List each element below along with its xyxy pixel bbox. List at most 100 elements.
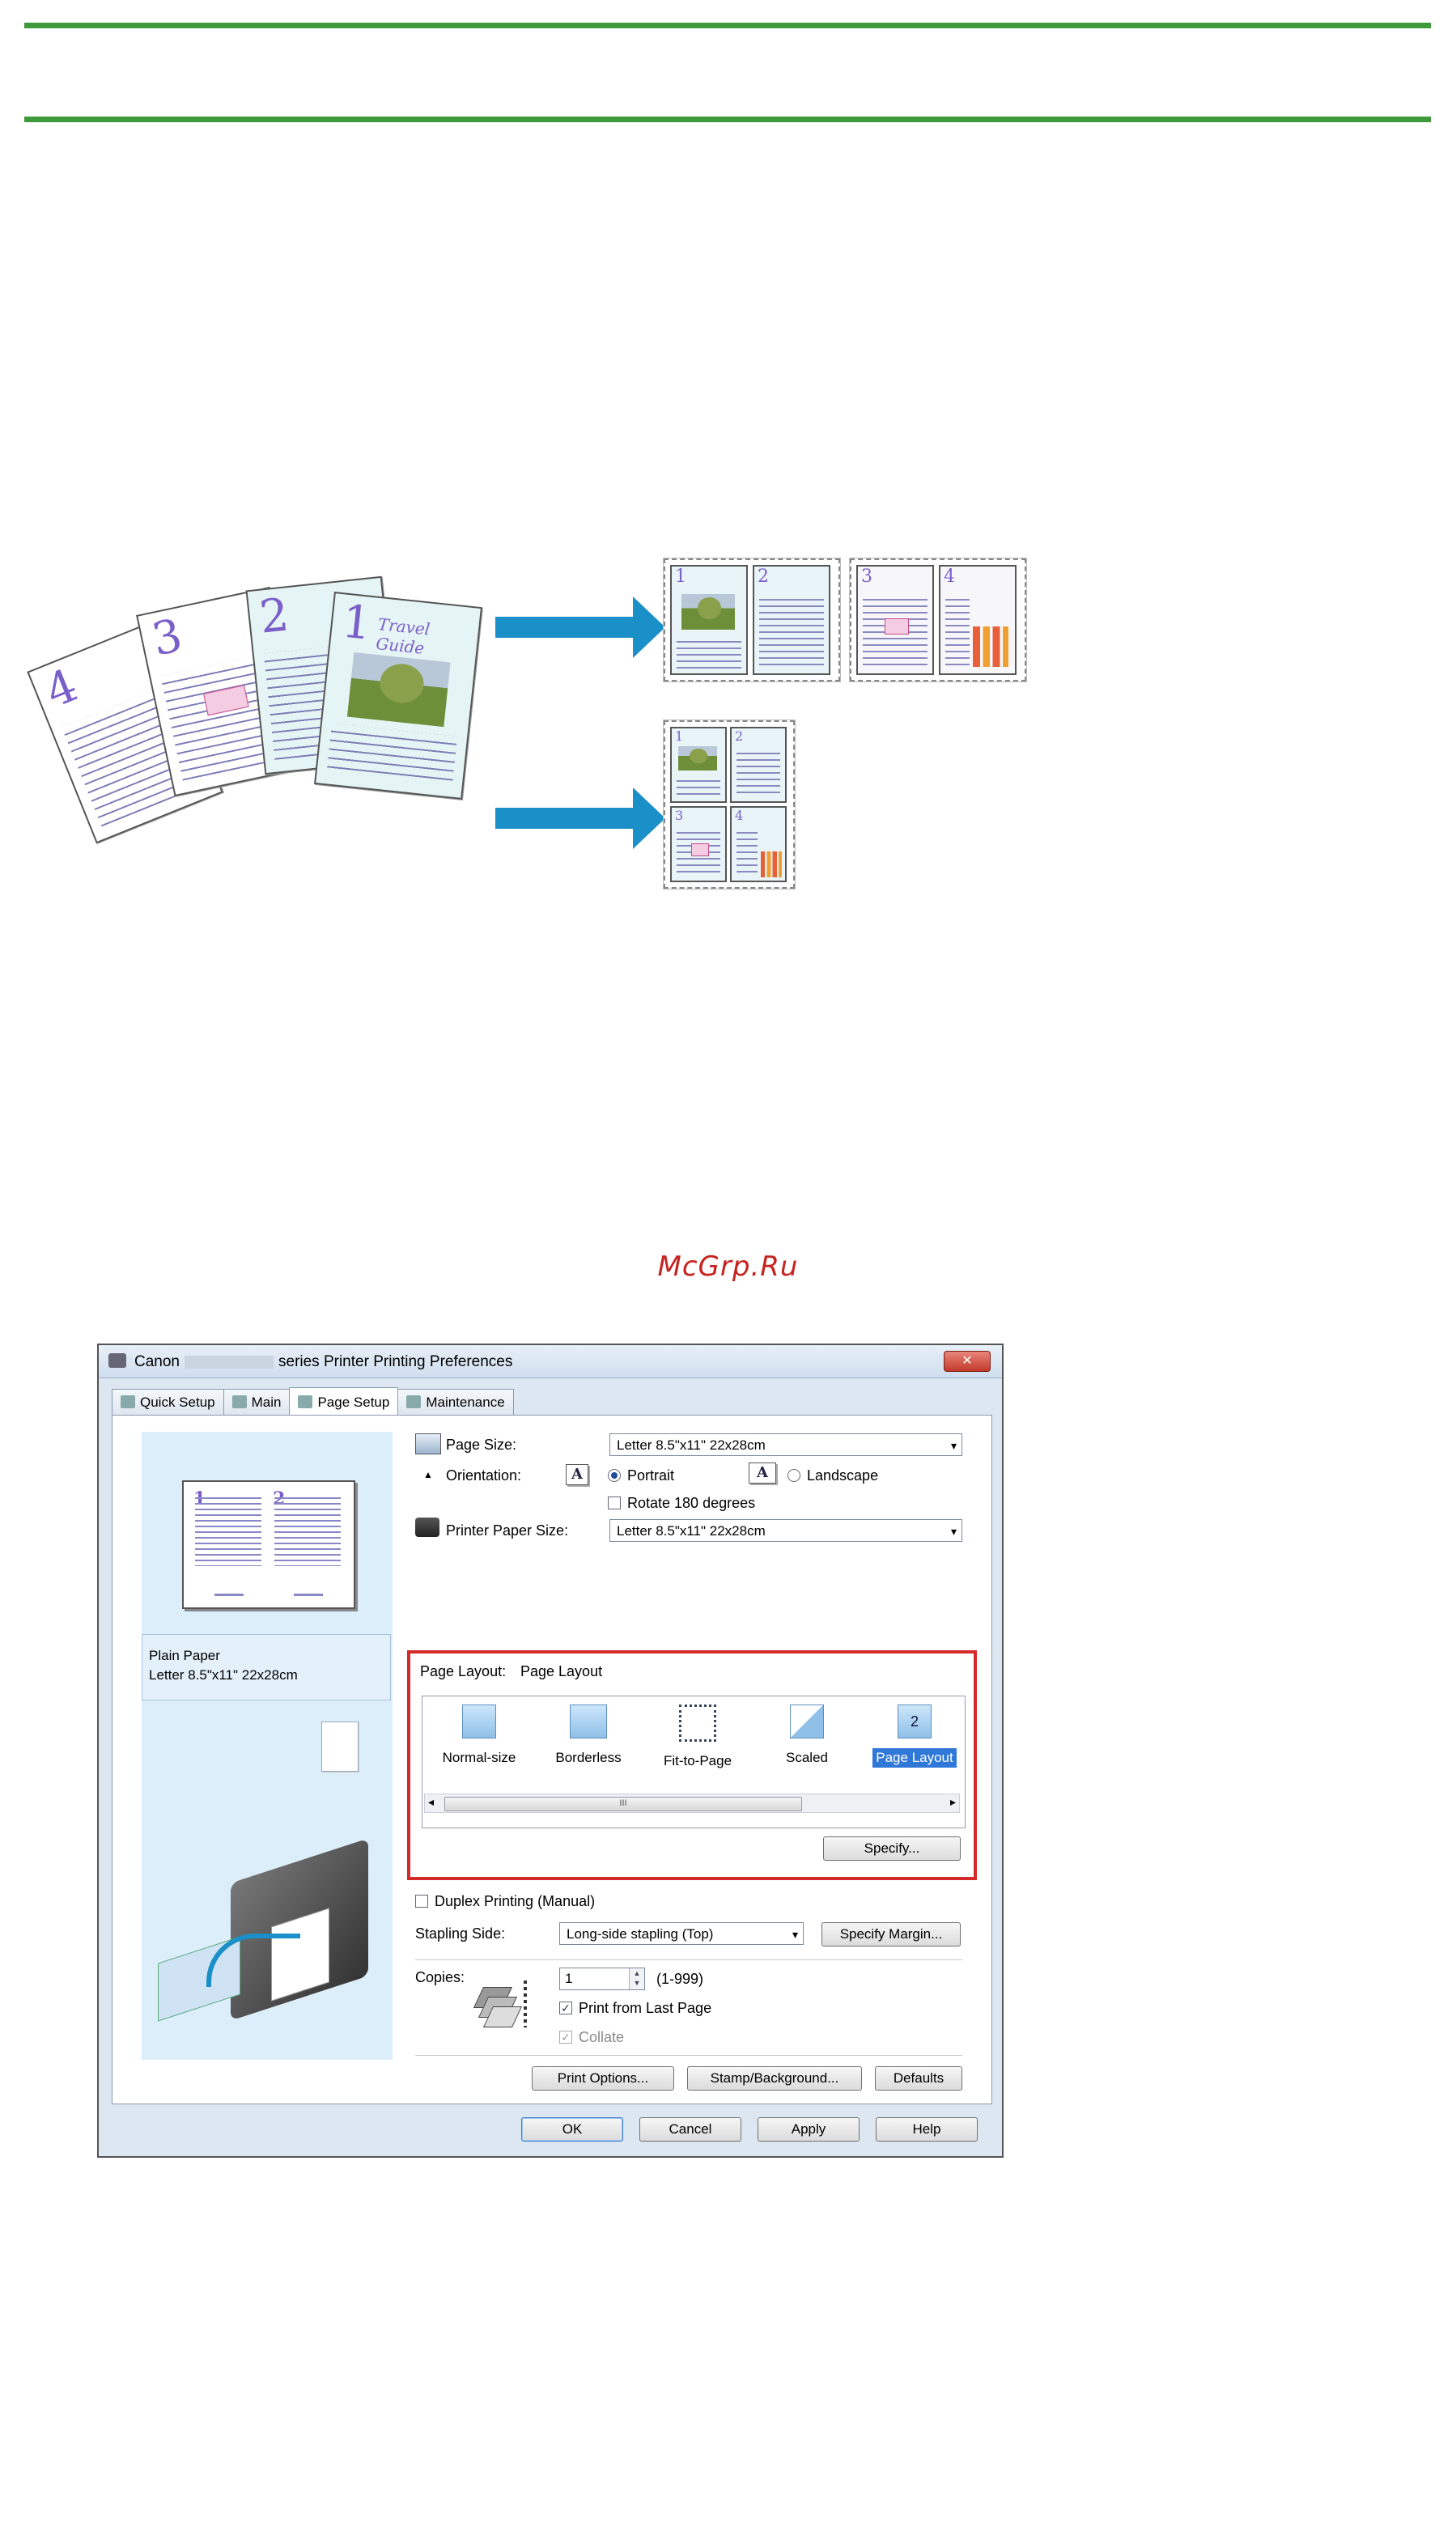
print-options-button[interactable]: Print Options... [532,2066,674,2091]
page-layout-icon: 2 [898,1705,932,1738]
paper-icon [321,1722,359,1772]
defaults-label: Defaults [893,2070,944,2086]
printer-paper-size-select[interactable]: Letter 8.5"x11" 22x28cm ▾ [609,1519,962,1542]
page-number: 4 [38,659,85,719]
mini-page-number: 2 [735,728,744,744]
portrait-radio[interactable] [608,1469,621,1482]
header-rule-bottom [24,117,1431,122]
duplex-checkbox[interactable] [415,1895,428,1908]
page-number: 2 [257,588,291,644]
text-lines [677,775,720,796]
preview-text-lines [195,1493,261,1566]
collate-checkbox[interactable]: ✓ [559,2031,572,2044]
copies-label: Copies: [415,1969,465,1985]
cancel-button[interactable]: Cancel [639,2117,741,2142]
page-size-label: Page Size: [446,1437,517,1453]
stapling-side-select[interactable]: Long-side stapling (Top) ▾ [559,1922,804,1945]
collate-label[interactable]: Collate [579,2029,625,2045]
page-layout-icon-glyph: 2 [910,1713,919,1730]
watermark: McGrp.Ru [657,1250,799,1283]
stamp-background-label: Stamp/Background... [710,2070,839,2086]
graph-figure [885,618,909,635]
chevron-down-icon: ▾ [950,1525,957,1538]
page-layout-current: Page Layout [520,1663,603,1679]
portrait-label[interactable]: Portrait [627,1467,675,1484]
arrow-to-four-up [495,788,665,849]
page-number: 3 [147,609,187,667]
print-from-last-page-label[interactable]: Print from Last Page [579,2000,712,2016]
text-lines [945,594,970,669]
layout-option-scaled[interactable]: Scaled [758,1705,855,1768]
page-size-icon [415,1433,441,1454]
help-button[interactable]: Help [876,2117,978,2142]
mini-page-number: 4 [735,808,744,823]
scrollbar-thumb[interactable]: III [444,1797,802,1811]
tree-photo [678,746,717,771]
mini-page: 2 [730,727,787,803]
page-size-value: Letter 8.5"x11" 22x28cm [617,1437,766,1453]
tab-maintenance[interactable]: Maintenance [397,1389,514,1416]
page-layout-list[interactable]: Normal-size Borderless Fit-to-Page Scale… [422,1696,966,1828]
text-lines [736,748,780,796]
printer-paper-size-icon [415,1518,439,1537]
ok-button[interactable]: OK [521,2117,623,2142]
settings-preview: 1 2 Plain Paper Letter 8.5"x11" 22x28cm [142,1432,393,2060]
text-lines [326,723,458,788]
tab-quick-setup[interactable]: Quick Setup [112,1389,224,1416]
two-up-sheet-1: 1 2 [663,558,841,682]
rotate-180-checkbox[interactable] [608,1497,621,1509]
preview-footer-line [214,1594,244,1596]
tab-page-setup[interactable]: Page Setup [289,1387,399,1417]
mini-page: 3 [670,806,727,882]
tab-label: Main [251,1395,282,1410]
defaults-button[interactable]: Defaults [875,2066,962,2091]
spin-up-icon[interactable]: ▲ [633,1969,641,1977]
ok-label: OK [562,2121,583,2137]
landscape-label[interactable]: Landscape [807,1467,879,1484]
title-bar[interactable]: Canon series Printer Printing Preferences… [99,1345,1002,1378]
mini-page: 4 [939,565,1017,675]
duplex-label[interactable]: Duplex Printing (Manual) [435,1893,596,1909]
page-setup-panel: 1 2 Plain Paper Letter 8.5"x11" 22x28cm … [112,1415,992,2104]
layout-option-page-layout[interactable]: 2 Page Layout [866,1705,963,1768]
copies-icon [470,1980,535,2029]
print-from-last-page-checkbox[interactable]: ✓ [559,2002,572,2014]
layout-option-label: Borderless [555,1750,622,1765]
apply-button[interactable]: Apply [758,2117,860,2142]
mini-page: 3 [856,565,934,675]
printer-app-icon [108,1353,126,1368]
media-size: Letter 8.5"x11" 22x28cm [149,1667,298,1683]
scroll-left-icon[interactable]: ◂ [428,1795,435,1808]
title-text: series Printer Printing Preferences [278,1353,513,1370]
printer-paper-size-value: Letter 8.5"x11" 22x28cm [617,1523,766,1539]
text-lines [759,594,824,669]
tab-main[interactable]: Main [223,1389,291,1416]
specify-margin-button[interactable]: Specify Margin... [821,1922,961,1947]
specify-button[interactable]: Specify... [823,1836,961,1861]
scroll-grip: III [619,1798,627,1808]
spin-buttons[interactable]: ▲▼ [629,1968,644,1989]
rotate-180-label[interactable]: Rotate 180 degrees [627,1495,756,1511]
arrow-to-two-up [495,596,665,658]
layout-list-scrollbar[interactable]: ◂ III ▸ [424,1794,960,1813]
printer-illustration [158,1838,376,2031]
stapling-side-value: Long-side stapling (Top) [567,1926,714,1942]
tab-label: Maintenance [426,1395,505,1410]
help-label: Help [912,2121,941,2137]
copies-count-bar [524,1980,527,2027]
tree-photo [346,652,451,728]
borderless-icon [570,1705,607,1738]
layout-option-normal-size[interactable]: Normal-size [431,1705,528,1768]
stamp-background-button[interactable]: Stamp/Background... [687,2066,862,2091]
landscape-radio[interactable] [787,1469,800,1482]
title-brand: Canon [134,1353,180,1370]
chevron-down-icon: ▾ [792,1928,798,1941]
spin-down-icon[interactable]: ▼ [633,1979,641,1987]
copies-spinbox[interactable]: 1 ▲▼ [559,1968,645,1990]
scroll-right-icon[interactable]: ▸ [949,1795,956,1808]
close-button[interactable]: ✕ [944,1351,991,1372]
orientation-label: Orientation: [446,1467,522,1484]
layout-option-borderless[interactable]: Borderless [540,1705,637,1768]
layout-option-fit-to-page[interactable]: Fit-to-Page [649,1705,746,1771]
page-size-select[interactable]: Letter 8.5"x11" 22x28cm▾ [609,1433,962,1456]
